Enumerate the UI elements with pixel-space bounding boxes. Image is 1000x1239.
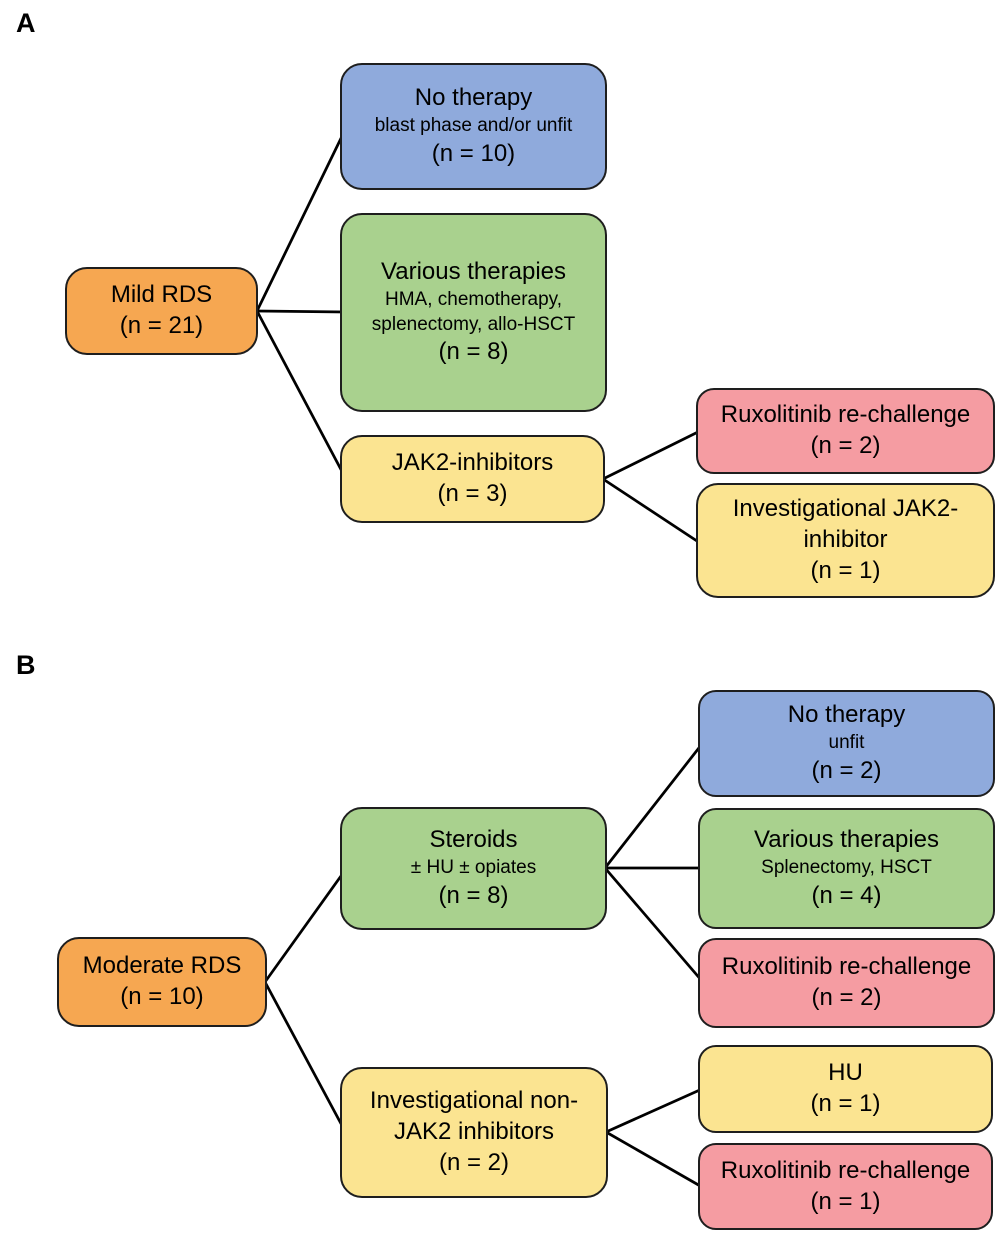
node-no-therapy-a: No therapy blast phase and/or unfit (n =… — [340, 63, 607, 190]
panel-a-label: A — [16, 8, 36, 38]
node-title: No therapy — [787, 701, 906, 729]
node-title: Investigational JAK2-inhibitor — [732, 495, 959, 554]
connector-line — [255, 126, 348, 313]
node-count: (n = 8) — [438, 881, 509, 909]
connector-line — [603, 742, 704, 870]
node-various-therapies-a: Various therapies HMA, chemotherapy, spl… — [340, 213, 607, 412]
node-count: (n = 2) — [811, 756, 882, 784]
connector-line — [604, 1130, 704, 1189]
node-title: Various therapies — [381, 258, 566, 286]
node-ruxolitinib-rechallenge-a: Ruxolitinib re-challenge (n = 2) — [696, 388, 995, 474]
node-ruxolitinib-rechallenge-b1: Ruxolitinib re-challenge (n = 2) — [698, 938, 995, 1028]
node-count: (n = 4) — [811, 881, 882, 909]
node-title: Moderate RDS — [82, 952, 242, 980]
node-title: Mild RDS — [110, 281, 213, 309]
node-subtitle: Splenectomy, HSCT — [761, 857, 932, 879]
connector-line — [601, 477, 702, 545]
connector-line — [601, 429, 702, 481]
connector-line — [263, 867, 348, 984]
node-various-therapies-b: Various therapies Splenectomy, HSCT (n =… — [698, 808, 995, 929]
node-count: (n = 2) — [438, 1148, 510, 1176]
node-title: Ruxolitinib re-challenge — [720, 401, 971, 429]
node-title: Ruxolitinib re-challenge — [720, 1156, 971, 1184]
node-investigational-non-jak2: Investigational non-JAK2 inhibitors (n =… — [340, 1067, 608, 1198]
connector-line — [255, 309, 348, 481]
node-investigational-jak2-inhibitor: Investigational JAK2-inhibitor (n = 1) — [696, 483, 995, 598]
node-subtitle: ± HU ± opiates — [410, 857, 537, 879]
node-title: No therapy — [414, 84, 533, 112]
node-count: (n = 21) — [119, 312, 204, 339]
panel-b-label: B — [16, 650, 36, 680]
node-count: (n = 10) — [431, 139, 516, 167]
node-subtitle: blast phase and/or unfit — [374, 115, 573, 137]
node-moderate-rds: Moderate RDS (n = 10) — [57, 937, 267, 1027]
connector-line — [255, 309, 348, 314]
node-mild-rds: Mild RDS (n = 21) — [65, 267, 258, 355]
node-subtitle: unfit — [828, 732, 865, 754]
node-subtitle: HMA, chemotherapy, splenectomy, allo-HSC… — [371, 288, 576, 335]
node-count: (n = 1) — [810, 1187, 881, 1215]
node-title: Investigational non-JAK2 inhibitors — [369, 1087, 579, 1146]
connector-line — [263, 980, 348, 1135]
node-title: Steroids — [429, 826, 518, 854]
node-hu: HU (n = 1) — [698, 1045, 993, 1133]
node-count: (n = 10) — [120, 983, 204, 1010]
node-jak2-inhibitors: JAK2-inhibitors (n = 3) — [340, 435, 605, 523]
node-steroids: Steroids ± HU ± opiates (n = 8) — [340, 807, 607, 930]
node-title: Various therapies — [754, 826, 939, 854]
node-title: HU — [828, 1059, 863, 1087]
connector-line — [603, 866, 704, 983]
node-title: JAK2-inhibitors — [391, 449, 554, 477]
node-no-therapy-b: No therapy unfit (n = 2) — [698, 690, 995, 797]
node-count: (n = 1) — [810, 556, 881, 584]
node-count: (n = 2) — [811, 984, 882, 1011]
node-ruxolitinib-rechallenge-b2: Ruxolitinib re-challenge (n = 1) — [698, 1143, 993, 1230]
connector-line — [604, 1087, 704, 1134]
node-count: (n = 8) — [438, 338, 509, 366]
node-count: (n = 2) — [810, 432, 881, 459]
node-count: (n = 1) — [810, 1090, 881, 1117]
node-count: (n = 3) — [437, 480, 508, 507]
node-title: Ruxolitinib re-challenge — [721, 953, 972, 981]
